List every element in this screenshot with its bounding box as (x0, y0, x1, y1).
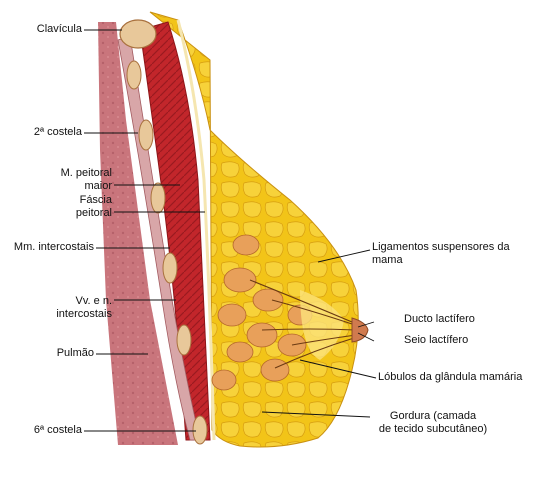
label-peitoral-maior: M. peitoral maior (60, 167, 112, 192)
label-costela-2: 2ª costela (33, 126, 82, 138)
label-ligamentos-suspensores: Ligamentos suspensores da mama (372, 241, 510, 266)
label-pulmao: Pulmão (56, 347, 94, 359)
label-vv-n-intercostais: Vv. e n. intercostais (56, 295, 112, 320)
label-mm-intercostais: Mm. intercostais (13, 241, 94, 253)
label-gordura: Gordura (camada de tecido subcutâneo) (378, 410, 488, 435)
leader-lines (84, 29, 377, 432)
label-fascia-peitoral: Fáscia peitoral (75, 194, 112, 219)
ribs (126, 60, 208, 445)
label-costela-6: 6ª costela (33, 424, 82, 436)
lactiferous-ducts (249, 279, 357, 369)
clavicle (119, 19, 157, 49)
nipple (351, 317, 369, 343)
pectoralis-major (139, 21, 211, 441)
lobule-zone (300, 290, 344, 360)
label-ducto-lactifero: Ducto lactífero (404, 313, 475, 325)
label-lobulos: Lóbulos da glândula mamária (378, 371, 523, 383)
label-seio-lactifero: Seio lactífero (404, 334, 469, 346)
pectoral-fascia (176, 19, 216, 441)
lung-region (98, 22, 178, 445)
label-clavicula: Clavícula (36, 23, 82, 35)
